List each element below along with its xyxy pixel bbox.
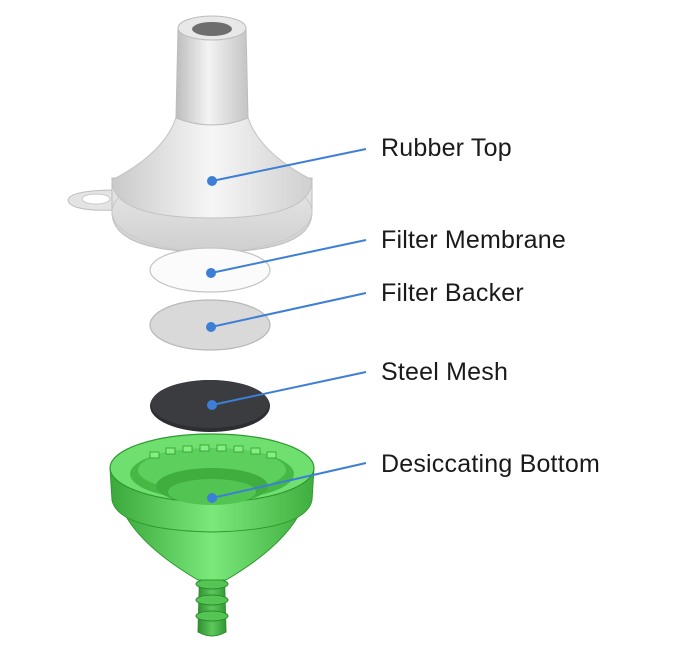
desiccating-bottom-label: Desiccating Bottom — [381, 450, 600, 478]
desiccating-bottom-part — [109, 433, 315, 637]
leader-filter-backer — [206, 292, 367, 332]
leader-steel-mesh — [207, 371, 367, 410]
steel-mesh-label: Steel Mesh — [381, 358, 509, 386]
filter-membrane-label: Filter Membrane — [381, 226, 566, 254]
rubber-top-part — [67, 15, 313, 253]
rubber-top-label: Rubber Top — [381, 134, 512, 162]
leader-rubber-top — [207, 148, 367, 186]
leader-desiccating-bottom — [207, 462, 367, 503]
leader-filter-membrane — [206, 239, 367, 278]
filter-backer-label: Filter Backer — [381, 279, 524, 307]
